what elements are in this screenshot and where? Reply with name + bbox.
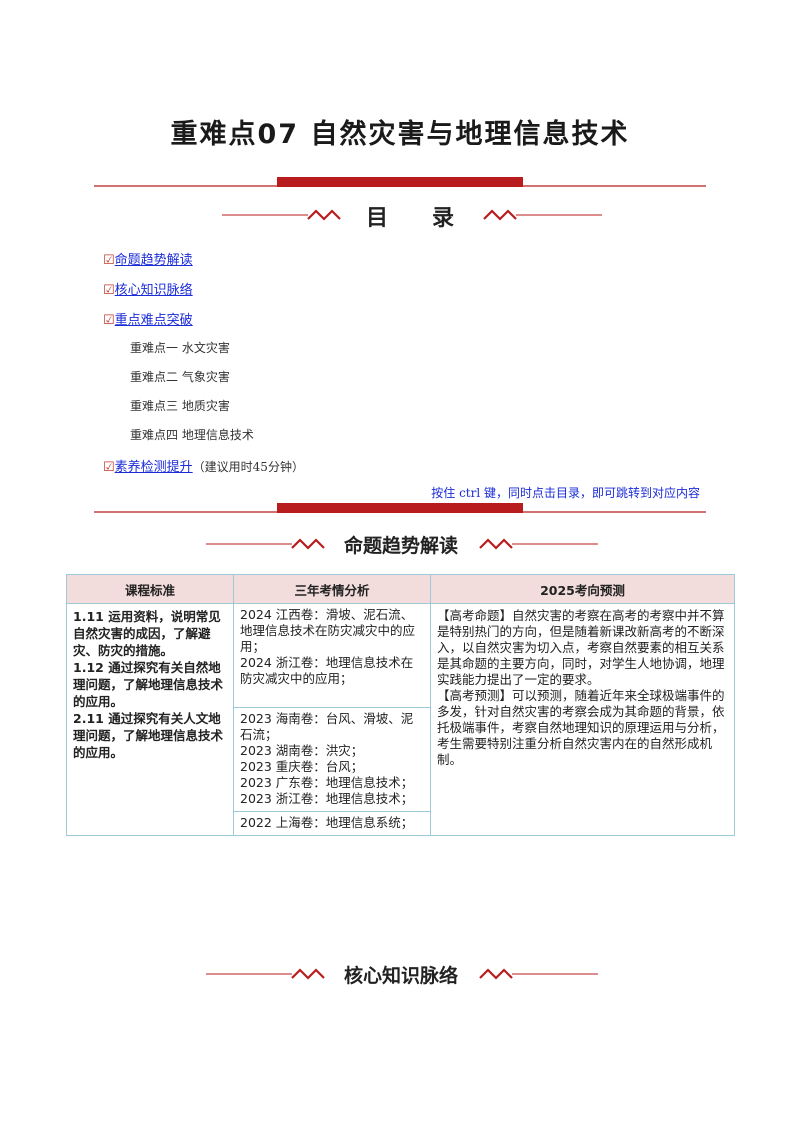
standard-item: 2.11 通过探究有关人文地理问题，了解地理信息技术的应用。 [73,711,224,760]
analysis-item: 2023 重庆卷：台风； [240,759,364,774]
analysis-item: 2023 海南卷：台风、滑坡、泥石流； [240,711,414,742]
analysis-block: 2023 海南卷：台风、滑坡、泥石流； 2023 湖南卷：洪灾； 2023 重庆… [234,708,430,812]
toc-item-core[interactable]: ☑核心知识脉络 [103,279,193,298]
table-header: 三年考情分析 [233,574,431,604]
prediction-paragraph: 【高考预测】可以预测，随着近年来全球极端事件的多发，针对自然灾害的考察会成为其命… [437,688,725,767]
checkbox-icon: ☑ [103,283,115,298]
toc-link[interactable]: 素养检测提升 [114,460,193,475]
checkbox-icon: ☑ [103,460,115,475]
toc-subitem[interactable]: 重难点二 气象灾害 [130,370,230,384]
section-divider [94,503,706,513]
table-row: 1.11 运用资料，说明常见自然灾害的成因，了解避灾、防灾的措施。 1.12 通… [66,603,735,836]
toc-link[interactable]: 核心知识脉络 [114,283,193,298]
analysis-block: 2022 上海卷：地理信息系统； [234,812,430,834]
prediction-paragraph: 【高考命题】自然灾害的考察在高考的考察中并不算是特别热门的方向，但是随着新课改新… [437,608,725,687]
toc-item-key[interactable]: ☑重点难点突破 [103,309,193,328]
toc-item-trend[interactable]: ☑命题趋势解读 [103,249,193,268]
section-trend-title: 命题趋势解读 [343,535,458,557]
ctrl-click-note: 按住 ctrl 键，同时点击目录，即可跳转到对应内容 [431,486,700,500]
wave-ornament-icon [222,209,341,221]
analysis-item: 2023 湖南卷：洪灾； [240,743,364,758]
analysis-item: 2023 浙江卷：地理信息技术； [240,791,414,806]
toc-subitem[interactable]: 重难点三 地质灾害 [130,399,230,413]
analysis-item: 2022 上海卷：地理信息系统； [240,815,414,830]
standards-cell: 1.11 运用资料，说明常见自然灾害的成因，了解避灾、防灾的措施。 1.12 通… [66,603,234,836]
title-divider [94,177,706,187]
standard-item: 1.12 通过探究有关自然地理问题，了解地理信息技术的应用。 [73,660,224,709]
wave-ornament-icon [479,538,598,550]
toc-subitem[interactable]: 重难点一 水文灾害 [130,341,230,355]
section-core-title: 核心知识脉络 [343,965,458,987]
toc-subitem[interactable]: 重难点四 地理信息技术 [130,428,254,442]
checkbox-icon: ☑ [103,253,115,268]
page-title: 重难点07 自然灾害与地理信息技术 [170,119,630,150]
time-hint: （建议用时45分钟） [192,460,304,474]
wave-ornament-icon [483,209,602,221]
toc-item-assessment[interactable]: ☑素养检测提升（建议用时45分钟） [103,456,304,475]
analysis-item: 2023 广东卷：地理信息技术； [240,775,414,790]
wave-ornament-icon [206,968,325,980]
wave-ornament-icon [206,538,325,550]
wave-ornament-icon [479,968,598,980]
checkbox-icon: ☑ [103,313,115,328]
trend-table: 课程标准 三年考情分析 2025考向预测 1.11 运用资料，说明常见自然灾害的… [66,574,735,836]
toc-link[interactable]: 重点难点突破 [114,313,193,328]
table-header: 2025考向预测 [430,574,735,604]
toc-link[interactable]: 命题趋势解读 [114,253,193,268]
analysis-cell: 2024 江西卷：滑坡、泥石流、地理信息技术在防灾减灾中的应用； 2024 浙江… [233,603,431,836]
table-header-row: 课程标准 三年考情分析 2025考向预测 [66,574,735,604]
toc-heading: 目 录 [365,206,454,231]
prediction-cell: 【高考命题】自然灾害的考察在高考的考察中并不算是特别热门的方向，但是随着新课改新… [430,603,735,836]
analysis-item: 2024 浙江卷：地理信息技术在防灾减灾中的应用； [240,655,414,686]
table-header: 课程标准 [66,574,234,604]
analysis-block: 2024 江西卷：滑坡、泥石流、地理信息技术在防灾减灾中的应用； 2024 浙江… [234,604,430,708]
analysis-item: 2024 江西卷：滑坡、泥石流、地理信息技术在防灾减灾中的应用； [240,607,416,654]
standard-item: 1.11 运用资料，说明常见自然灾害的成因，了解避灾、防灾的措施。 [73,609,221,658]
